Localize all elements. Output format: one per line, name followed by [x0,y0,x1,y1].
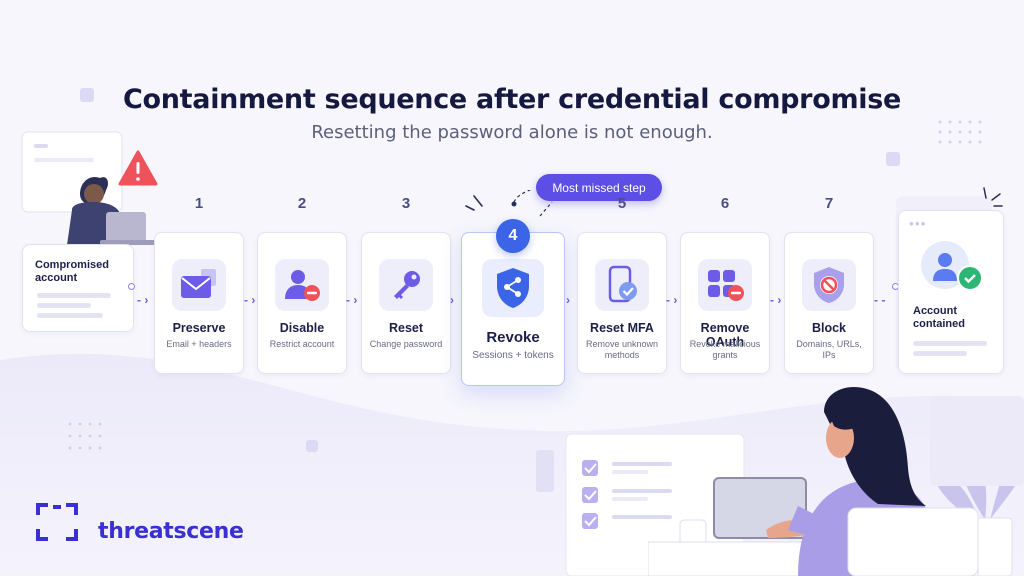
step-number: 7 [824,195,834,212]
warning-icon [118,150,158,186]
step-card-reset: 3 Reset Change password [361,195,451,374]
step-description: Sessions + tokens [472,350,554,361]
placeholder-line [37,313,103,318]
step-icon-tile [482,259,544,317]
page-subtitle: Resetting the password alone is not enou… [311,122,713,143]
most-missed-step-badge: Most missed step [536,174,662,201]
connector-dot [128,283,135,290]
step-card-revoke: Revoke Sessions + tokens [461,232,565,386]
step-icon-tile [802,259,856,311]
step-icon-tile [275,259,329,311]
shield-share-icon [497,268,529,308]
step-description: Domains, URLs, IPs [796,339,862,360]
step-number-highlighted: 4 [496,219,530,253]
emphasis-rays-icon [465,190,553,217]
step-icon-tile [698,259,752,311]
placeholder-line [37,293,111,298]
step-icon-tile [379,259,433,311]
step-card-disable: 2 Disable Restrict account [257,195,347,374]
flow-arrow: › [566,293,570,307]
step-number: 1 [194,195,204,212]
window-dots: ●●● [909,219,927,228]
step-description: Change password [369,339,443,349]
step-number: 6 [720,195,730,212]
envelope-icon [181,269,216,298]
flow-arrow: - › [770,293,782,307]
brand-name: threatscene [98,519,244,544]
flow-arrow: › [450,293,454,307]
flow-arrow: - › [244,293,256,307]
placeholder-line [913,341,987,346]
step-description: Revoke malicious grants [689,339,761,360]
step-card-remove-oauth: 6 Remove OAuth Revoke malicious grants [680,195,770,374]
placeholder-line [37,303,91,308]
step-title: Block [811,321,847,335]
check-icon [957,265,983,291]
shield-block-icon [814,267,844,303]
step-title: Revoke [486,329,540,346]
step-title: Preserve [172,321,226,335]
step-number: 5 [617,195,627,212]
step-description: Email + headers [166,339,232,349]
step-icon-tile [172,259,226,311]
flow-arrow: - › [137,293,149,307]
apps-minus-icon [708,270,744,301]
step-card-preserve: 1 Preserve Email + headers [154,195,244,374]
step-number: 3 [401,195,411,212]
phone-check-icon [608,265,637,303]
person-at-laptop-illustration [66,176,156,252]
step-title: Reset [388,321,424,335]
step-title: Remove OAuth [700,321,750,349]
step-description: Remove unknown methods [585,339,659,360]
placeholder-line [913,351,967,356]
compromised-account-card: Compromised account [22,244,134,332]
step-card-reset-mfa: 5 Reset MFA Remove unknown methods [577,195,667,374]
compromised-account-label: Compromised account [35,259,109,284]
user-minus-icon [285,270,320,301]
emphasis-rays-icon [983,187,1003,207]
flow-arrow: - - [874,293,886,307]
flow-arrow: - › [666,293,678,307]
step-description: Restrict account [269,339,335,349]
step-card-block: 7 Block Domains, URLs, IPs [784,195,874,374]
key-icon [394,271,420,299]
page-title: Containment sequence after credential co… [122,84,902,115]
step-title: Disable [279,321,325,335]
analyst-at-laptop-illustration [648,386,979,576]
step-title: Reset MFA [590,321,654,335]
step-number: 2 [297,195,307,212]
step-icon-tile [595,259,649,311]
threatscene-logo-icon [36,503,78,541]
user-check-icon [933,253,957,281]
account-contained-label: Account contained [913,305,965,330]
flow-arrow: - › [346,293,358,307]
account-contained-card: ●●● Account contained [898,210,1004,374]
